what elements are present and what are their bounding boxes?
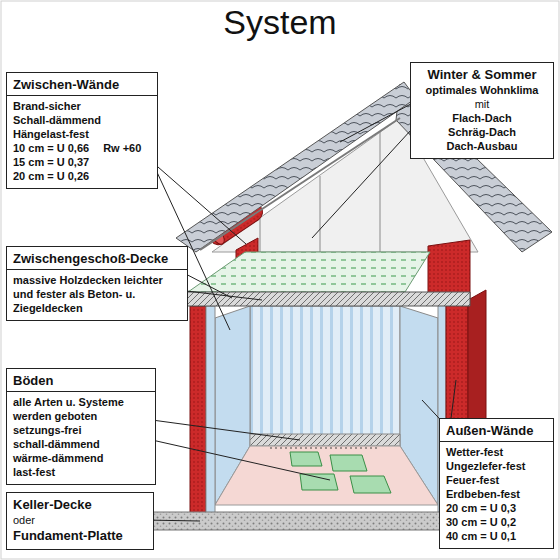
floor [215, 446, 438, 505]
box-text: 20 cm = U 0,3 [446, 502, 516, 514]
box-text: Ungezlefer-fest [446, 460, 525, 472]
box-text: 20 cm = U 0,26 [13, 170, 89, 182]
box-heading: Außen-Wände [446, 423, 533, 438]
box-text-row: oder [13, 513, 147, 527]
box-text-row: optimales Wohnklima [417, 83, 547, 97]
box-heading-row: Böden [7, 372, 155, 392]
box-heading: Keller-Decke [13, 497, 92, 512]
label-box: Böden alle Arten u. Systeme werden geboten… [6, 368, 156, 485]
upper-outer-wall [428, 240, 470, 300]
box-text: last-fest [13, 466, 55, 478]
box-text-row: 20 cm = U 0,26 [13, 169, 151, 183]
left-wall-lining [206, 306, 215, 514]
box-heading-row: Außen-Wände [440, 422, 553, 442]
upper-floor-surface [188, 252, 430, 292]
box-heading: Böden [13, 373, 53, 388]
box-text: Schräg-Dach [448, 126, 516, 138]
box-text-row: 10 cm = U 0,66 Rw +60 [13, 141, 151, 155]
box-text-row: wärme-dämmend [13, 451, 149, 465]
box-text: Rw +60 [103, 142, 141, 154]
box-text: schall-dämmend [13, 438, 100, 450]
floor-sheet [330, 455, 367, 471]
box-text: Flach-Dach [452, 112, 511, 124]
box-text: optimales Wohnklima [426, 84, 539, 96]
box-text-row: alle Arten u. Systeme [13, 395, 149, 409]
label-box: Keller-Decke oderFundament-Platte [6, 492, 154, 550]
label-box: Zwischengeschoß-Decke massive Holzdecken … [6, 246, 188, 321]
box-text: werden geboten [13, 410, 97, 422]
box-text-row: massive Holzdecken leichter und fester a… [13, 273, 181, 315]
box-text: 40 cm = U 0,1 [446, 530, 516, 542]
box-text: Hängelast-fest [13, 128, 89, 140]
box-heading: Fundament-Platte [13, 528, 123, 543]
box-text-row: Erdbeben-fest [446, 487, 547, 501]
box-text: mit [475, 98, 490, 110]
box-text-row: Hängelast-fest [13, 127, 151, 141]
box-text: Brand-sicher [13, 100, 81, 112]
intermediate-slab [176, 292, 470, 306]
box-heading-row: Zwischengeschoß-Decke [7, 250, 187, 270]
box-text: oder [13, 514, 35, 526]
box-text-row: Wetter-fest [446, 445, 547, 459]
floor-heating [270, 448, 380, 449]
box-text-row: 30 cm = U 0,2 [446, 515, 547, 529]
label-box: Außen-WändeWetter-festUngezlefer-festFeu… [439, 418, 554, 549]
label-box: Winter & Sommer optimales Wohnklima mitFla… [410, 62, 554, 159]
box-heading-row: Fundament-Platte [13, 527, 147, 544]
box-text-row: 20 cm = U 0,3 [446, 501, 547, 515]
label-box: Zwischen-WändeBrand-sicherSchall-dämmend… [6, 72, 158, 189]
box-text-row: 15 cm = U 0,37 [13, 155, 151, 169]
leader-line [150, 160, 246, 244]
leader-line [152, 420, 300, 440]
box-heading-row: Zwischen-Wände [7, 76, 157, 96]
box-text-row: mit [417, 97, 547, 111]
leader-line [152, 440, 330, 480]
floor-sheet [300, 474, 338, 490]
box-text: Schall-dämmend [13, 114, 101, 126]
box-text: alle Arten u. Systeme [13, 396, 124, 408]
box-text-row: 40 cm = U 0,1 [446, 529, 547, 543]
diagram-title: System [0, 2, 560, 42]
box-text: 10 cm = U 0,66 [13, 142, 89, 154]
box-text: 30 cm = U 0,2 [446, 516, 516, 528]
box-text: 15 cm = U 0,37 [13, 156, 89, 168]
box-text: wärme-dämmend [13, 452, 103, 464]
box-text: massive Holzdecken leichter und fester a… [13, 274, 163, 314]
box-heading-row: Winter & Sommer [417, 66, 547, 83]
leader-lines [144, 98, 456, 521]
box-text-row: schall-dämmend [13, 437, 149, 451]
floor-sheet [290, 452, 322, 466]
box-text: setzungs-frei [13, 424, 81, 436]
box-heading-row: Keller-Decke [13, 496, 147, 513]
box-text-row: Brand-sicher [13, 99, 151, 113]
box-text: Feuer-fest [446, 474, 499, 486]
box-text-row: werden geboten [13, 409, 149, 423]
box-text: Dach-Ausbau [447, 140, 518, 152]
box-text: Erdbeben-fest [446, 488, 520, 500]
box-text-row: Ungezlefer-fest [446, 459, 547, 473]
box-text-row: Feuer-fest [446, 473, 547, 487]
box-text-row: Flach-Dach [417, 111, 547, 125]
box-heading: Winter & Sommer [428, 67, 537, 82]
box-text: Wetter-fest [446, 446, 503, 458]
leader-line [178, 290, 262, 300]
box-text-row: Schall-dämmend [13, 113, 151, 127]
floor-sheet [350, 476, 391, 493]
box-text-row: last-fest [13, 465, 149, 479]
leader-line [312, 118, 422, 238]
box-text-row: Schräg-Dach [417, 125, 547, 139]
box-heading: Zwischen-Wände [13, 77, 119, 92]
box-text-row: Dach-Ausbau [417, 139, 547, 153]
box-text-row: setzungs-frei [13, 423, 149, 437]
roof-left [176, 82, 416, 252]
back-wall [250, 306, 400, 446]
left-outer-wall [190, 306, 206, 514]
box-heading: Zwischengeschoß-Decke [13, 251, 168, 266]
